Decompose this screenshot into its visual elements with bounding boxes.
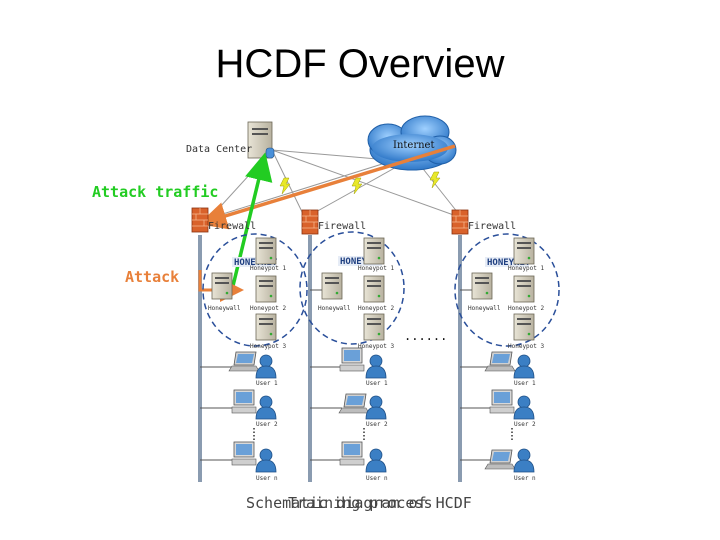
firewall-1-label: Firewall — [208, 221, 256, 232]
user-icon — [255, 354, 277, 379]
firewall-1-icon — [191, 207, 209, 233]
user-2-label: User 2 — [366, 421, 388, 428]
honeypot-2-label: Honeypot 2 — [250, 305, 287, 312]
user-icon — [365, 354, 387, 379]
honeypot-2-icon — [363, 275, 385, 303]
honeypot-3-icon — [363, 313, 385, 341]
honeynet-1: HONEYNET Honeywall Honeypot 1 Honeypot 2… — [202, 233, 308, 350]
firewall-2-icon — [301, 209, 319, 235]
user-1-label: User 1 — [366, 380, 388, 387]
desktop-icon — [231, 389, 257, 414]
honeynet-3: HONEYNET Honeywall Honeypot 1 Honeypot 2… — [454, 233, 560, 350]
firewall-3-label: Firewall — [468, 221, 516, 232]
honeypot-2-label: Honeypot 2 — [358, 305, 395, 312]
honeypot-1-label: Honeypot 1 — [250, 265, 287, 272]
caption-schematic: Schematic diagram of HCDF — [246, 494, 472, 512]
network-3-users: User 1 User 2 User n — [484, 351, 536, 482]
laptop-icon — [484, 351, 516, 372]
user-icon — [513, 448, 535, 473]
honeypot-1-label: Honeypot 1 — [508, 265, 545, 272]
network-2-users: User 1 User 2 User n — [338, 347, 388, 482]
laptop-icon — [228, 351, 260, 372]
honeypot-3-label: Honeypot 3 — [358, 343, 395, 350]
user-2-label: User 2 — [256, 421, 278, 428]
user-icon — [365, 395, 387, 420]
firewall-3-icon — [451, 209, 469, 235]
desktop-icon — [231, 441, 257, 466]
honeypot-3-icon — [513, 313, 535, 341]
honeypot-3-label: Honeypot 3 — [508, 343, 545, 350]
user-icon — [513, 354, 535, 379]
user-1-label: User 1 — [514, 380, 536, 387]
honeypot-1-icon — [363, 237, 385, 265]
data-center-label: Data Center — [186, 144, 252, 155]
more-networks-ellipsis: ...... — [404, 329, 447, 343]
branch-lines — [200, 289, 492, 461]
user-n-label: User n — [256, 475, 278, 482]
honeypot-1-icon — [513, 237, 535, 265]
laptop-icon — [338, 393, 370, 414]
user-icon — [365, 448, 387, 473]
honeynet-2: HONEYNET Honeywall Honeypot 1 Honeypot 2… — [299, 231, 405, 350]
internet-label: Internet — [393, 140, 434, 151]
user-1-label: User 1 — [256, 380, 278, 387]
honeypot-2-icon — [513, 275, 535, 303]
honeywall-icon — [321, 272, 343, 300]
honeynet-2-label: HONEYNET — [340, 257, 384, 267]
user-n-label: User n — [514, 475, 536, 482]
honeywall-icon — [471, 272, 493, 300]
honeypot-1-icon — [255, 237, 277, 265]
honeypot-1-label: Honeypot 1 — [358, 265, 395, 272]
desktop-icon — [339, 441, 365, 466]
slide-title: HCDF Overview — [215, 42, 505, 86]
honeypot-2-icon — [255, 275, 277, 303]
honeywall-label: Honeywall — [318, 305, 351, 312]
desktop-icon — [339, 347, 365, 372]
attack-label: Attack — [125, 268, 179, 286]
user-2-label: User 2 — [514, 421, 536, 428]
data-collection-arrow — [230, 152, 273, 291]
honeypot-2-label: Honeypot 2 — [508, 305, 545, 312]
desktop-icon — [489, 389, 515, 414]
user-icon — [255, 395, 277, 420]
honeypot-3-icon — [255, 313, 277, 341]
honeywall-icon — [211, 272, 233, 300]
network-1-users: User 1 User 2 User n — [228, 351, 278, 482]
honeypot-3-label: Honeypot 3 — [250, 343, 287, 350]
attack-traffic-label: Attack traffic — [92, 183, 218, 201]
honeywall-label: Honeywall — [468, 305, 501, 312]
firewall-2-label: Firewall — [318, 221, 366, 232]
user-icon — [513, 395, 535, 420]
user-n-label: User n — [366, 475, 388, 482]
caption-training: Training process — [288, 494, 433, 512]
user-icon — [255, 448, 277, 473]
honeynet-3-label: HONEYNET — [487, 258, 531, 268]
honeywall-label: Honeywall — [208, 305, 241, 312]
